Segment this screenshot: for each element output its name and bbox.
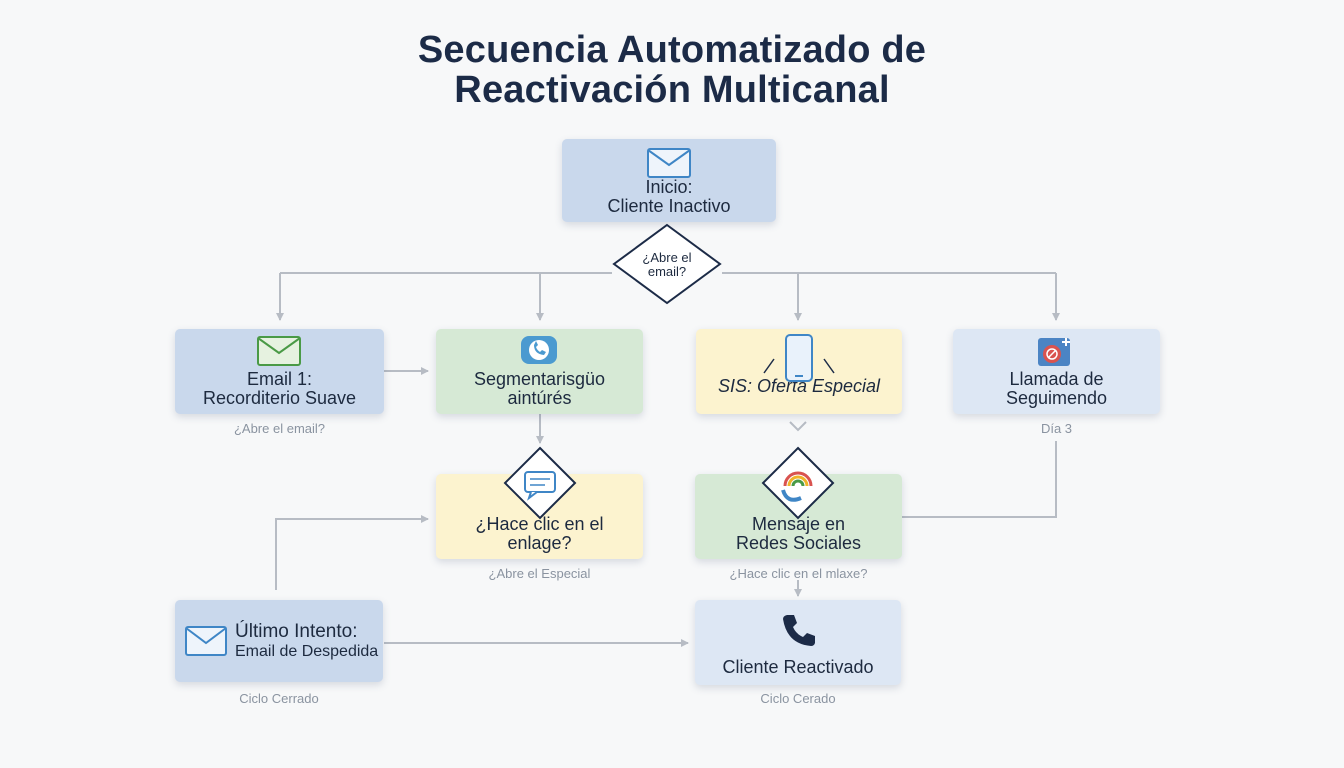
decision-label: ¿Abre el email? [617, 251, 717, 279]
node-last[interactable]: Último Intento: Email de Despedida [175, 600, 383, 682]
node-reactivated[interactable]: Cliente Reactivado [695, 600, 901, 685]
node-email1-line2: Recorditerio Suave [202, 388, 357, 408]
node-segment-line2: aintúrés [507, 388, 572, 408]
reactivated-caption: Ciclo Cerado [760, 691, 836, 706]
node-reactivated-label: Cliente Reactivado [722, 657, 874, 677]
node-social-line2: Redes Sociales [735, 533, 862, 553]
envelope-icon [185, 626, 227, 656]
node-segment[interactable]: Segmentarisgüo aintúrés [436, 329, 643, 414]
decision-line1: ¿Abre el [642, 250, 692, 265]
node-start-line2: Cliente Inactivo [607, 196, 731, 216]
node-email1-line1: Email 1: [246, 369, 313, 389]
arrow-call-social [902, 441, 1057, 518]
node-email1[interactable]: Email 1: Recorditerio Suave [175, 329, 384, 414]
node-segment-line1: Segmentarisgüo [473, 369, 606, 389]
sms-arrows [763, 358, 835, 374]
node-last-line2: Email de Despedida [235, 643, 379, 660]
phone-icon [783, 615, 815, 646]
arrow-sms-social [789, 421, 807, 432]
title-line-1: Secuencia Automatizado de [417, 29, 927, 71]
social-swirl-icon [761, 446, 835, 520]
node-start[interactable]: Inicio: Cliente Inactivo [562, 139, 776, 222]
node-start-line1: Inicio: [645, 177, 693, 197]
node-social-line1: Mensaje en [751, 514, 846, 534]
smartphone-icon [785, 334, 813, 382]
title-line-2: Reactivación Multicanal [454, 69, 890, 111]
call-caption: Día 3 [1040, 421, 1073, 436]
diagram-title: Secuencia Automatizado de Reactivación M… [0, 30, 1344, 110]
envelope-icon [257, 336, 301, 366]
calendar-badge-icon [1038, 338, 1070, 366]
node-call-line2: Seguimendo [1005, 388, 1108, 408]
node-sms-label: SIS: Oferta Especial [717, 376, 881, 396]
node-click-line1: ¿Hace clic en el [475, 514, 604, 534]
phone-bubble-icon [521, 336, 557, 364]
click-caption: ¿Abre el Especial [488, 566, 591, 581]
node-sms[interactable]: SIS: Oferta Especial [696, 329, 902, 414]
social-caption: ¿Hace clic en el mlaxe? [729, 566, 868, 581]
node-click-line2: enlage? [507, 533, 572, 553]
chat-bubble-icon [503, 446, 577, 520]
envelope-icon [647, 148, 691, 178]
loop-click [275, 515, 429, 590]
node-call-line1: Llamada de [1009, 369, 1104, 389]
decision-line2: email? [647, 264, 687, 279]
node-call[interactable]: Llamada de Seguimendo [953, 329, 1160, 414]
decision-diamond[interactable] [611, 222, 723, 306]
node-last-line1: Último Intento: [235, 621, 358, 642]
email1-caption: ¿Abre el email? [233, 421, 326, 436]
last-caption: Ciclo Cerrado [239, 691, 319, 706]
